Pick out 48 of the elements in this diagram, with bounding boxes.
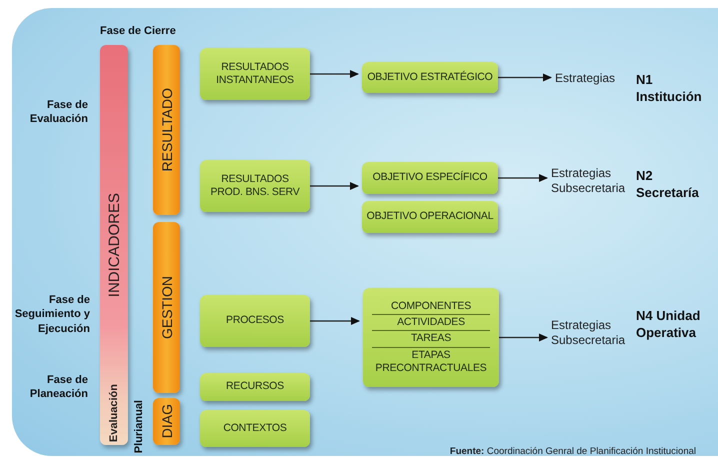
process-box <box>362 62 498 93</box>
box-text: RESULTADOS PROD. BNS. SERV <box>210 172 301 200</box>
level-label: N1 Institución <box>636 72 703 106</box>
box-text: TAREAS <box>372 331 490 348</box>
process-box <box>362 162 498 194</box>
process-box <box>200 410 310 447</box>
phase-bar <box>153 222 180 393</box>
phase-bar <box>153 45 180 215</box>
arrow <box>498 174 548 182</box>
box-text: ETAPAS PRECONTRACTUALES <box>374 348 488 376</box>
box-text: OBJETIVO OPERACIONAL <box>366 210 494 224</box>
arrow <box>310 182 359 190</box>
strategy-text: Estrategias <box>555 68 635 88</box>
box-text: OBJETIVO ESTRATÉGICO <box>367 70 493 84</box>
phase-label: Fase de Planeación <box>28 373 88 402</box>
phase-label: Fase de Evaluación <box>28 98 88 127</box>
box-text: COMPONENTES <box>372 299 490 316</box>
process-box <box>363 288 499 387</box>
process-box <box>200 48 310 100</box>
arrow <box>498 74 552 82</box>
box-text: RECURSOS <box>226 380 284 394</box>
phase-bar <box>153 398 180 445</box>
phase-label: Fase de Seguimiento y Ejecución <box>14 293 90 336</box>
box-text: OBJETIVO ESPECÍFICO <box>372 171 488 185</box>
level-label: N2 Secretaría <box>636 168 700 202</box>
level-label: N4 Unidad Operativa <box>636 308 702 342</box>
process-box <box>362 201 498 233</box>
box-text: ACTIVIDADES <box>372 315 490 332</box>
box-text: PROCESOS <box>226 314 284 328</box>
phase-label: Plurianual <box>132 400 146 454</box>
strategy-text: Estrategias Subsecretaria <box>551 164 635 198</box>
bar-title: DIAG <box>158 404 174 439</box>
phase-label: Fase de Cierre <box>100 24 177 38</box>
bar-title: INDICADORES <box>106 192 122 298</box>
bar-title: RESULTADO <box>158 88 174 172</box>
strategy-text: Estrategias Subsecretaria <box>551 316 635 350</box>
source-caption: Fuente: Coordinación Genral de Planificación Institucional <box>450 446 696 458</box>
arrow <box>310 317 360 325</box>
indicator-bar <box>100 45 128 445</box>
process-box <box>200 373 310 401</box>
bar-note: Evaluación <box>108 384 120 442</box>
process-box <box>200 295 310 347</box>
box-text: RESULTADOS INSTANTANEOS <box>215 60 295 88</box>
arrow <box>310 70 359 78</box>
process-box <box>200 160 310 212</box>
box-text: CONTEXTOS <box>223 422 287 436</box>
bar-title: GESTION <box>158 276 174 339</box>
arrow <box>499 334 548 342</box>
